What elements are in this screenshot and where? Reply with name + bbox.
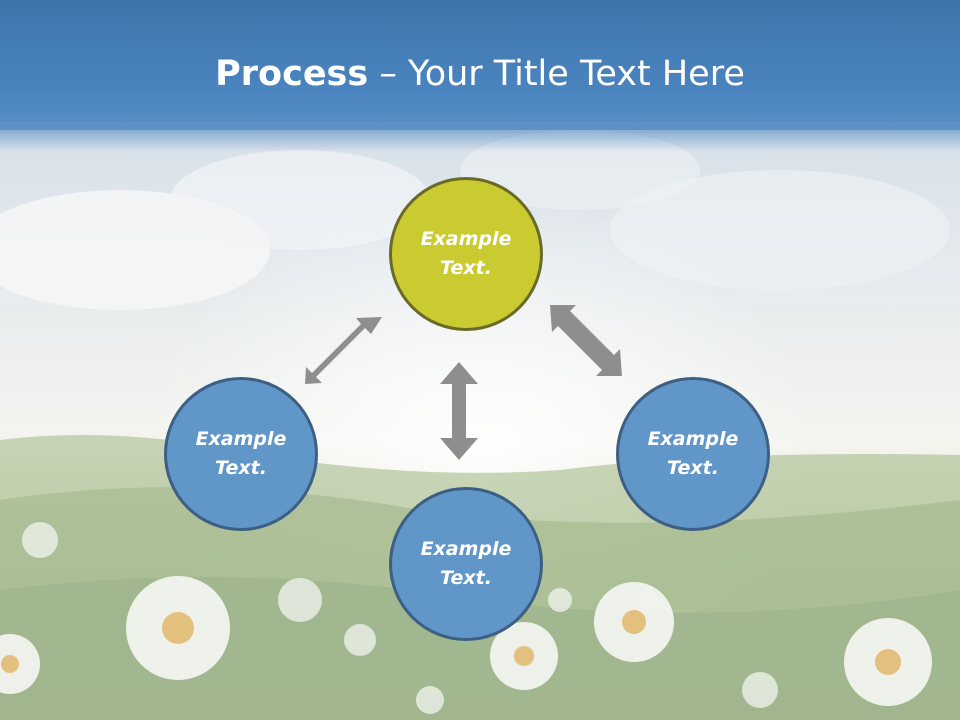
double-arrow-right-top — [550, 305, 622, 376]
slide-title-bold: Process — [215, 54, 369, 94]
slide-title: Process – Your Title Text Here — [0, 52, 960, 96]
process-node-left-label: Example Text. — [195, 428, 287, 479]
process-node-top-label: Example Text. — [420, 228, 512, 279]
process-node-bottom-label: Example Text. — [420, 538, 512, 589]
process-node-top[interactable]: Example Text. — [389, 177, 543, 331]
process-node-right[interactable]: Example Text. — [616, 377, 770, 531]
process-node-left[interactable]: Example Text. — [164, 377, 318, 531]
slide-title-rest: – Your Title Text Here — [368, 54, 745, 94]
process-node-bottom[interactable]: Example Text. — [389, 487, 543, 641]
title-bar — [0, 0, 960, 130]
title-bar-fade — [0, 122, 960, 152]
process-node-right-label: Example Text. — [647, 428, 739, 479]
double-arrow-vertical — [440, 362, 478, 460]
double-arrow-left-top — [305, 317, 382, 384]
